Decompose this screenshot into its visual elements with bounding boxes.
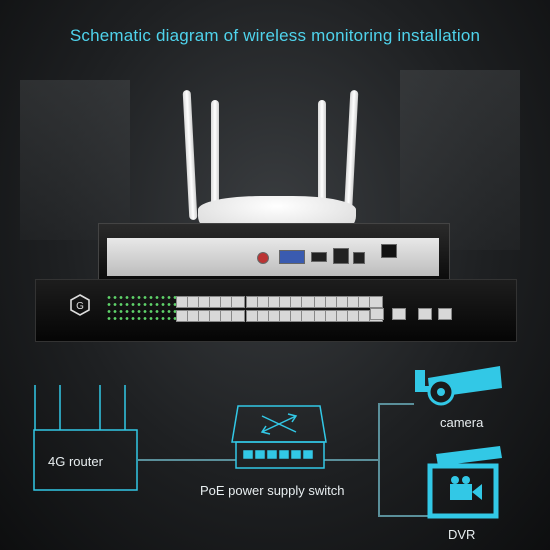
router-icon xyxy=(33,385,138,491)
hdmi-port xyxy=(311,252,327,262)
to-dvr-line xyxy=(378,515,430,517)
devices-bus-line xyxy=(378,403,380,517)
poe-switch-photo: G xyxy=(35,279,517,342)
background-window xyxy=(20,80,130,240)
uplink-port xyxy=(392,308,406,320)
switch-label: PoE power supply switch xyxy=(200,483,345,498)
usb-port xyxy=(353,252,365,264)
nvr-photo xyxy=(98,223,450,282)
audio-port xyxy=(257,252,269,264)
network-switch-icon xyxy=(231,405,327,469)
ethernet-port xyxy=(231,310,245,322)
background-window xyxy=(400,70,520,250)
switch-to-devices-line xyxy=(324,459,378,461)
ethernet-port xyxy=(369,296,383,308)
camera-label: camera xyxy=(440,415,484,430)
dvr-label: DVR xyxy=(448,527,476,542)
router-antenna xyxy=(318,100,326,215)
diagram-title: Schematic diagram of wireless monitoring… xyxy=(69,26,481,45)
uplink-port xyxy=(438,308,452,320)
router-to-switch-line xyxy=(138,459,236,461)
lan-port xyxy=(333,248,349,264)
to-camera-line xyxy=(378,403,414,405)
uplink-port xyxy=(370,308,384,320)
vga-port xyxy=(279,250,305,264)
video-recorder-icon xyxy=(427,446,502,519)
brand-logo-icon: G xyxy=(70,294,90,316)
router-antenna xyxy=(211,100,219,215)
ethernet-port xyxy=(231,296,245,308)
router-label: 4G router xyxy=(48,454,103,469)
security-camera-icon xyxy=(415,366,502,406)
nvr-rear-panel xyxy=(107,238,439,276)
uplink-port xyxy=(418,308,432,320)
svg-text:G: G xyxy=(76,301,84,312)
power-switch xyxy=(381,244,397,258)
